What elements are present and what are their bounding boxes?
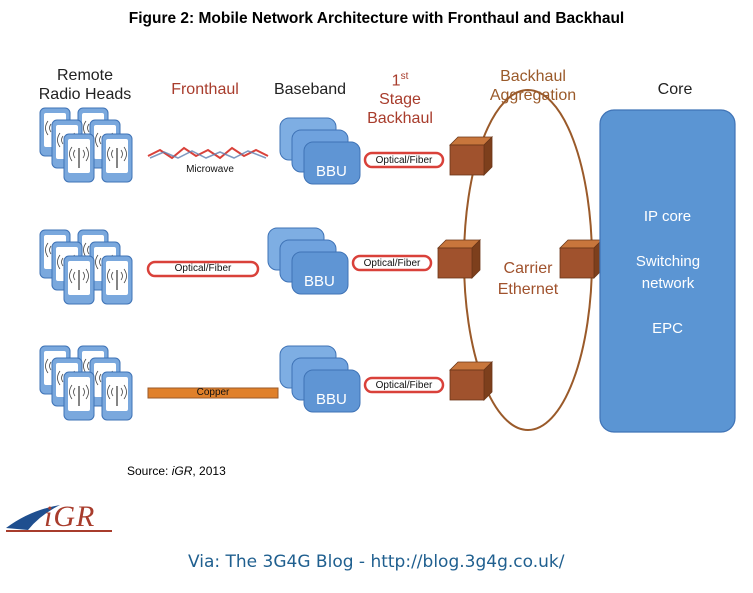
bbu-label-2: BBU <box>304 273 335 290</box>
source-suffix: , 2013 <box>192 464 226 478</box>
backhaul-label-1: Optical/Fiber <box>375 155 433 166</box>
header-remote-radio-heads: Remote Radio Heads <box>38 67 132 103</box>
figure-title: Figure 2: Mobile Network Architecture wi… <box>128 10 625 27</box>
aggregation-cube-3 <box>449 361 493 401</box>
core-switching-network: Switching network <box>635 253 701 292</box>
backhaul-label-3: Optical/Fiber <box>375 380 433 391</box>
fronthaul-label-2: Optical/Fiber <box>174 263 232 274</box>
source-note: Source: iGR, 2013 <box>127 464 226 478</box>
core-box <box>599 109 736 433</box>
carrier-ethernet-label: Carrier Ethernet <box>497 260 559 298</box>
core-epc: EPC <box>652 320 683 337</box>
rrh-group-3 <box>40 346 132 420</box>
microwave-link-shadow-icon <box>149 150 267 159</box>
fronthaul-label-1: Microwave <box>186 164 234 175</box>
microwave-link-icon <box>147 146 269 160</box>
source-italic: iGR <box>171 464 193 478</box>
backhaul-fiber-link-3 <box>363 376 445 394</box>
header-first-stage-sup: st <box>400 71 409 82</box>
igr-logo-swoosh-icon <box>6 505 60 530</box>
fronthaul-copper-link-3 <box>147 387 279 399</box>
header-baseband: Baseband <box>273 81 347 98</box>
header-core: Core <box>657 81 693 98</box>
bbu-label-1: BBU <box>316 163 347 180</box>
fronthaul-label-3: Copper <box>196 387 230 398</box>
backhaul-fiber-link-2 <box>351 254 433 272</box>
aggregation-cube-2 <box>437 239 481 279</box>
via-footer: Via: The 3G4G Blog - http://blog.3g4g.co… <box>188 552 565 572</box>
rrh-group-2 <box>40 230 132 304</box>
header-fronthaul: Fronthaul <box>171 81 239 98</box>
backhaul-fiber-link-1 <box>363 151 445 169</box>
header-backhaul-aggregation: Backhaul Aggregation <box>489 68 577 104</box>
aggregation-cube-1 <box>449 136 493 176</box>
backhaul-label-2: Optical/Fiber <box>363 258 421 269</box>
source-prefix: Source: <box>127 464 172 478</box>
rrh-group-1 <box>40 108 132 182</box>
core-ip-core: IP core <box>643 208 692 225</box>
fronthaul-fiber-link-2 <box>146 260 260 278</box>
bbu-label-3: BBU <box>316 391 347 408</box>
igr-logo: iGR <box>44 500 96 533</box>
